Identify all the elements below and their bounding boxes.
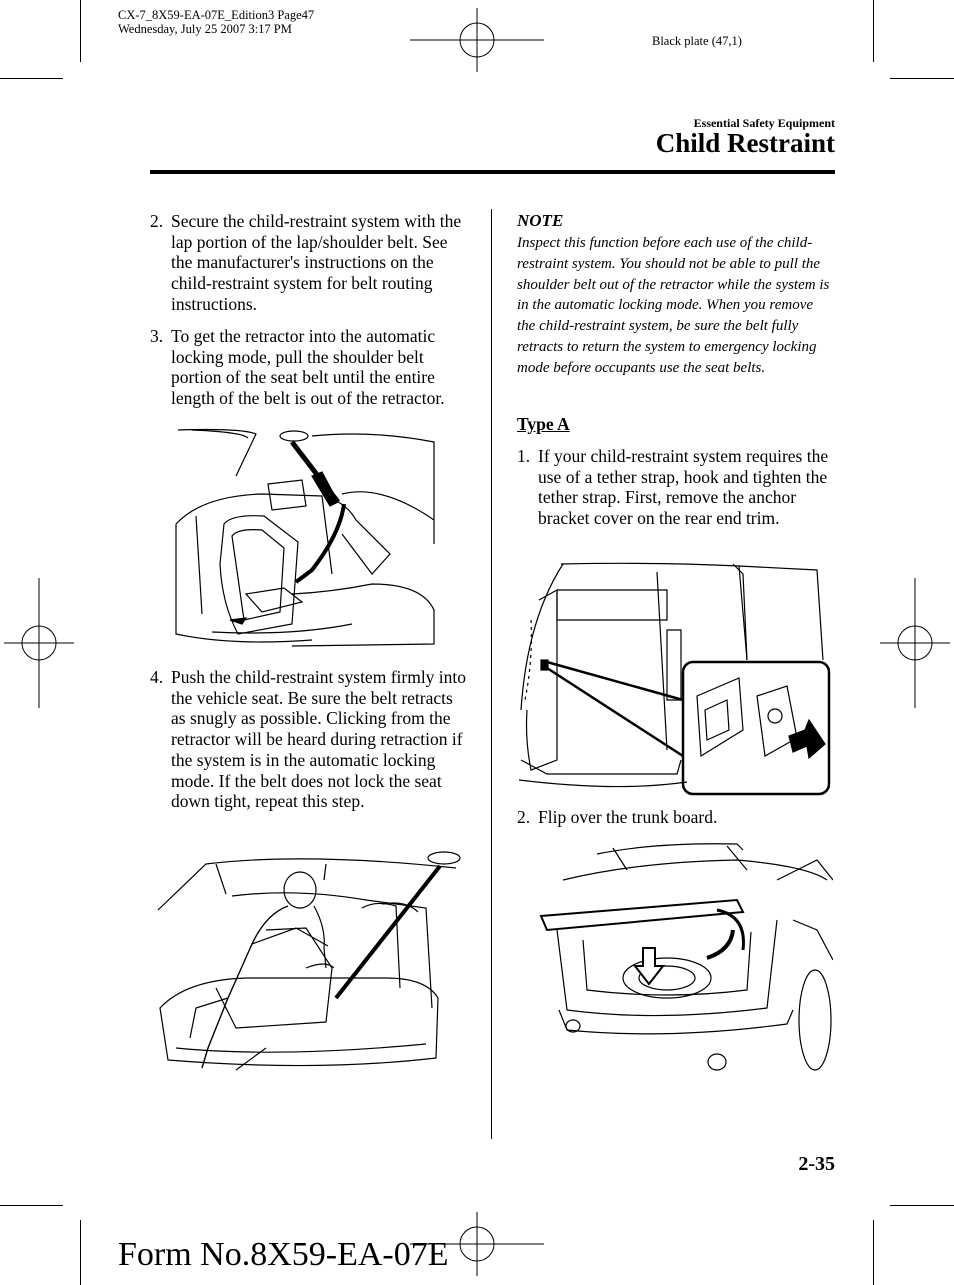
step-number: 1. — [517, 446, 531, 466]
illustration-push-child-seat — [157, 851, 461, 1071]
crop-mark — [873, 0, 874, 62]
step-number: 2. — [517, 807, 531, 827]
page-number: 2-35 — [798, 1153, 835, 1175]
crop-mark — [80, 1220, 81, 1285]
list-item: 4. Push the child-restraint system firml… — [150, 667, 468, 812]
illustration-flip-trunk-board — [539, 843, 833, 1071]
note-text: Inspect this function before each use of… — [517, 235, 830, 376]
registration-mark-top — [410, 8, 544, 72]
step-number: 2. — [150, 211, 164, 231]
print-info: CX-7_8X59-EA-07E_Edition3 Page47 Wednesd… — [118, 8, 314, 36]
step-text: If your child-restraint system requires … — [538, 446, 829, 529]
crop-mark — [873, 1220, 874, 1285]
print-info-line1: CX-7_8X59-EA-07E_Edition3 Page47 — [118, 8, 315, 22]
crop-mark — [0, 1205, 63, 1206]
form-number: Form No.8X59-EA-07E — [118, 1236, 449, 1273]
crop-mark — [890, 78, 954, 79]
step-text: Push the child-restraint system firmly i… — [171, 667, 467, 812]
registration-mark-left — [4, 578, 74, 708]
type-heading: Type A — [517, 414, 570, 434]
list-item: 3. To get the retractor into the automat… — [150, 326, 470, 409]
step-text: Flip over the trunk board. — [538, 807, 718, 827]
list-item: 2. Flip over the trunk board. — [517, 807, 835, 828]
list-item: 2. Secure the child-restraint system wit… — [150, 211, 468, 315]
section-name: Essential Safety Equipment — [693, 116, 835, 130]
step-text: Secure the child-restraint system with t… — [171, 211, 462, 314]
step-text: To get the retractor into the automatic … — [171, 326, 445, 409]
note-title: NOTE — [517, 211, 564, 230]
page-title: Child Restraint — [655, 128, 835, 158]
column-divider — [491, 209, 492, 1139]
print-info-line2: Wednesday, July 25 2007 3:17 PM — [118, 22, 292, 36]
illustration-pull-shoulder-belt — [175, 428, 435, 647]
header-rule — [150, 170, 835, 174]
step-number: 3. — [150, 326, 164, 346]
plate-label: Black plate (47,1) — [652, 34, 742, 48]
illustration-anchor-bracket-cover — [518, 562, 831, 796]
crop-mark — [890, 1205, 954, 1206]
list-item: 1. If your child-restraint system requir… — [517, 446, 835, 529]
registration-mark-right — [880, 578, 950, 708]
crop-mark — [0, 78, 63, 79]
step-number: 4. — [150, 667, 164, 687]
crop-mark — [80, 0, 81, 62]
registration-mark-bottom — [410, 1212, 544, 1276]
